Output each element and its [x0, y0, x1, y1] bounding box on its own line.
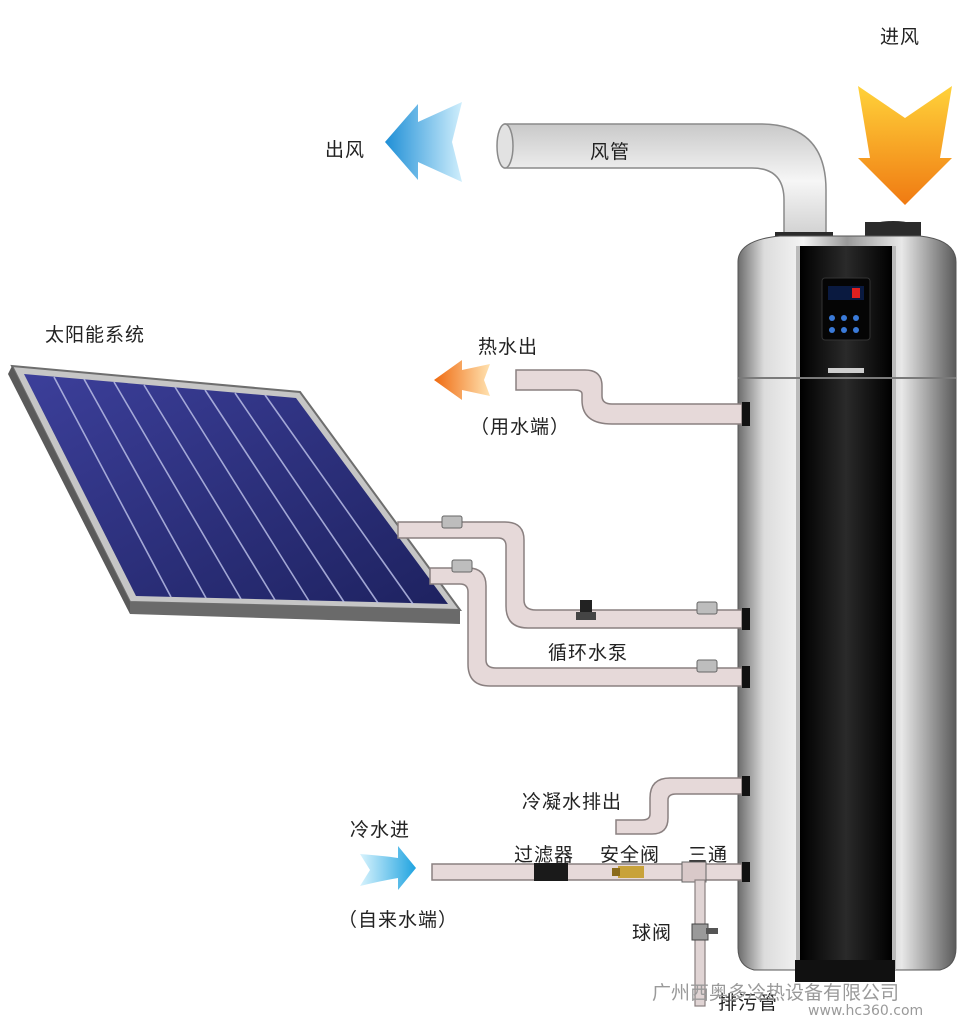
pump-icon — [576, 600, 596, 620]
condensate-drain-label: 冷凝水排出 — [522, 791, 623, 813]
cold-water-in-label: 冷水进 — [350, 819, 411, 841]
solar-system-label: 太阳能系统 — [45, 324, 146, 346]
ball-valve-label: 球阀 — [632, 922, 673, 944]
tap-water-label: （自来水端） — [338, 909, 459, 931]
air-out-label: 出风 — [325, 139, 366, 161]
safety-valve-label: 安全阀 — [600, 844, 661, 866]
water-tank — [737, 221, 957, 982]
watermark-company: 广州西奥多冷热设备有限公司 — [652, 982, 900, 1004]
cold-water-pipe — [431, 861, 750, 1007]
hot-water-arrow — [434, 360, 490, 400]
air-out-arrow — [385, 102, 462, 182]
cold-water-arrow — [360, 846, 416, 890]
hot-water-use-label: （用水端） — [470, 416, 571, 438]
hot-water-pipe — [515, 369, 750, 426]
air-duct — [496, 123, 827, 239]
solar-loop-pipes — [397, 515, 750, 688]
air-in-label: 进风 — [880, 26, 921, 48]
air-in-arrow — [858, 86, 952, 205]
circulation-pump-label: 循环水泵 — [548, 642, 629, 664]
solar-panel — [8, 364, 463, 624]
duct-label: 风管 — [590, 141, 631, 163]
watermark-url: www.hc360.com — [808, 1003, 924, 1019]
filter-label: 过滤器 — [514, 844, 575, 866]
filter-body — [534, 863, 568, 881]
hot-water-out-label: 热水出 — [478, 336, 539, 358]
tee-fitting — [681, 861, 707, 1007]
condensate-pipe — [615, 776, 750, 835]
safety-valve-icon — [612, 866, 644, 878]
tee-label: 三通 — [688, 844, 729, 866]
ball-valve-icon — [691, 923, 718, 941]
drain-pipe-label: 排污管 — [718, 992, 779, 1014]
